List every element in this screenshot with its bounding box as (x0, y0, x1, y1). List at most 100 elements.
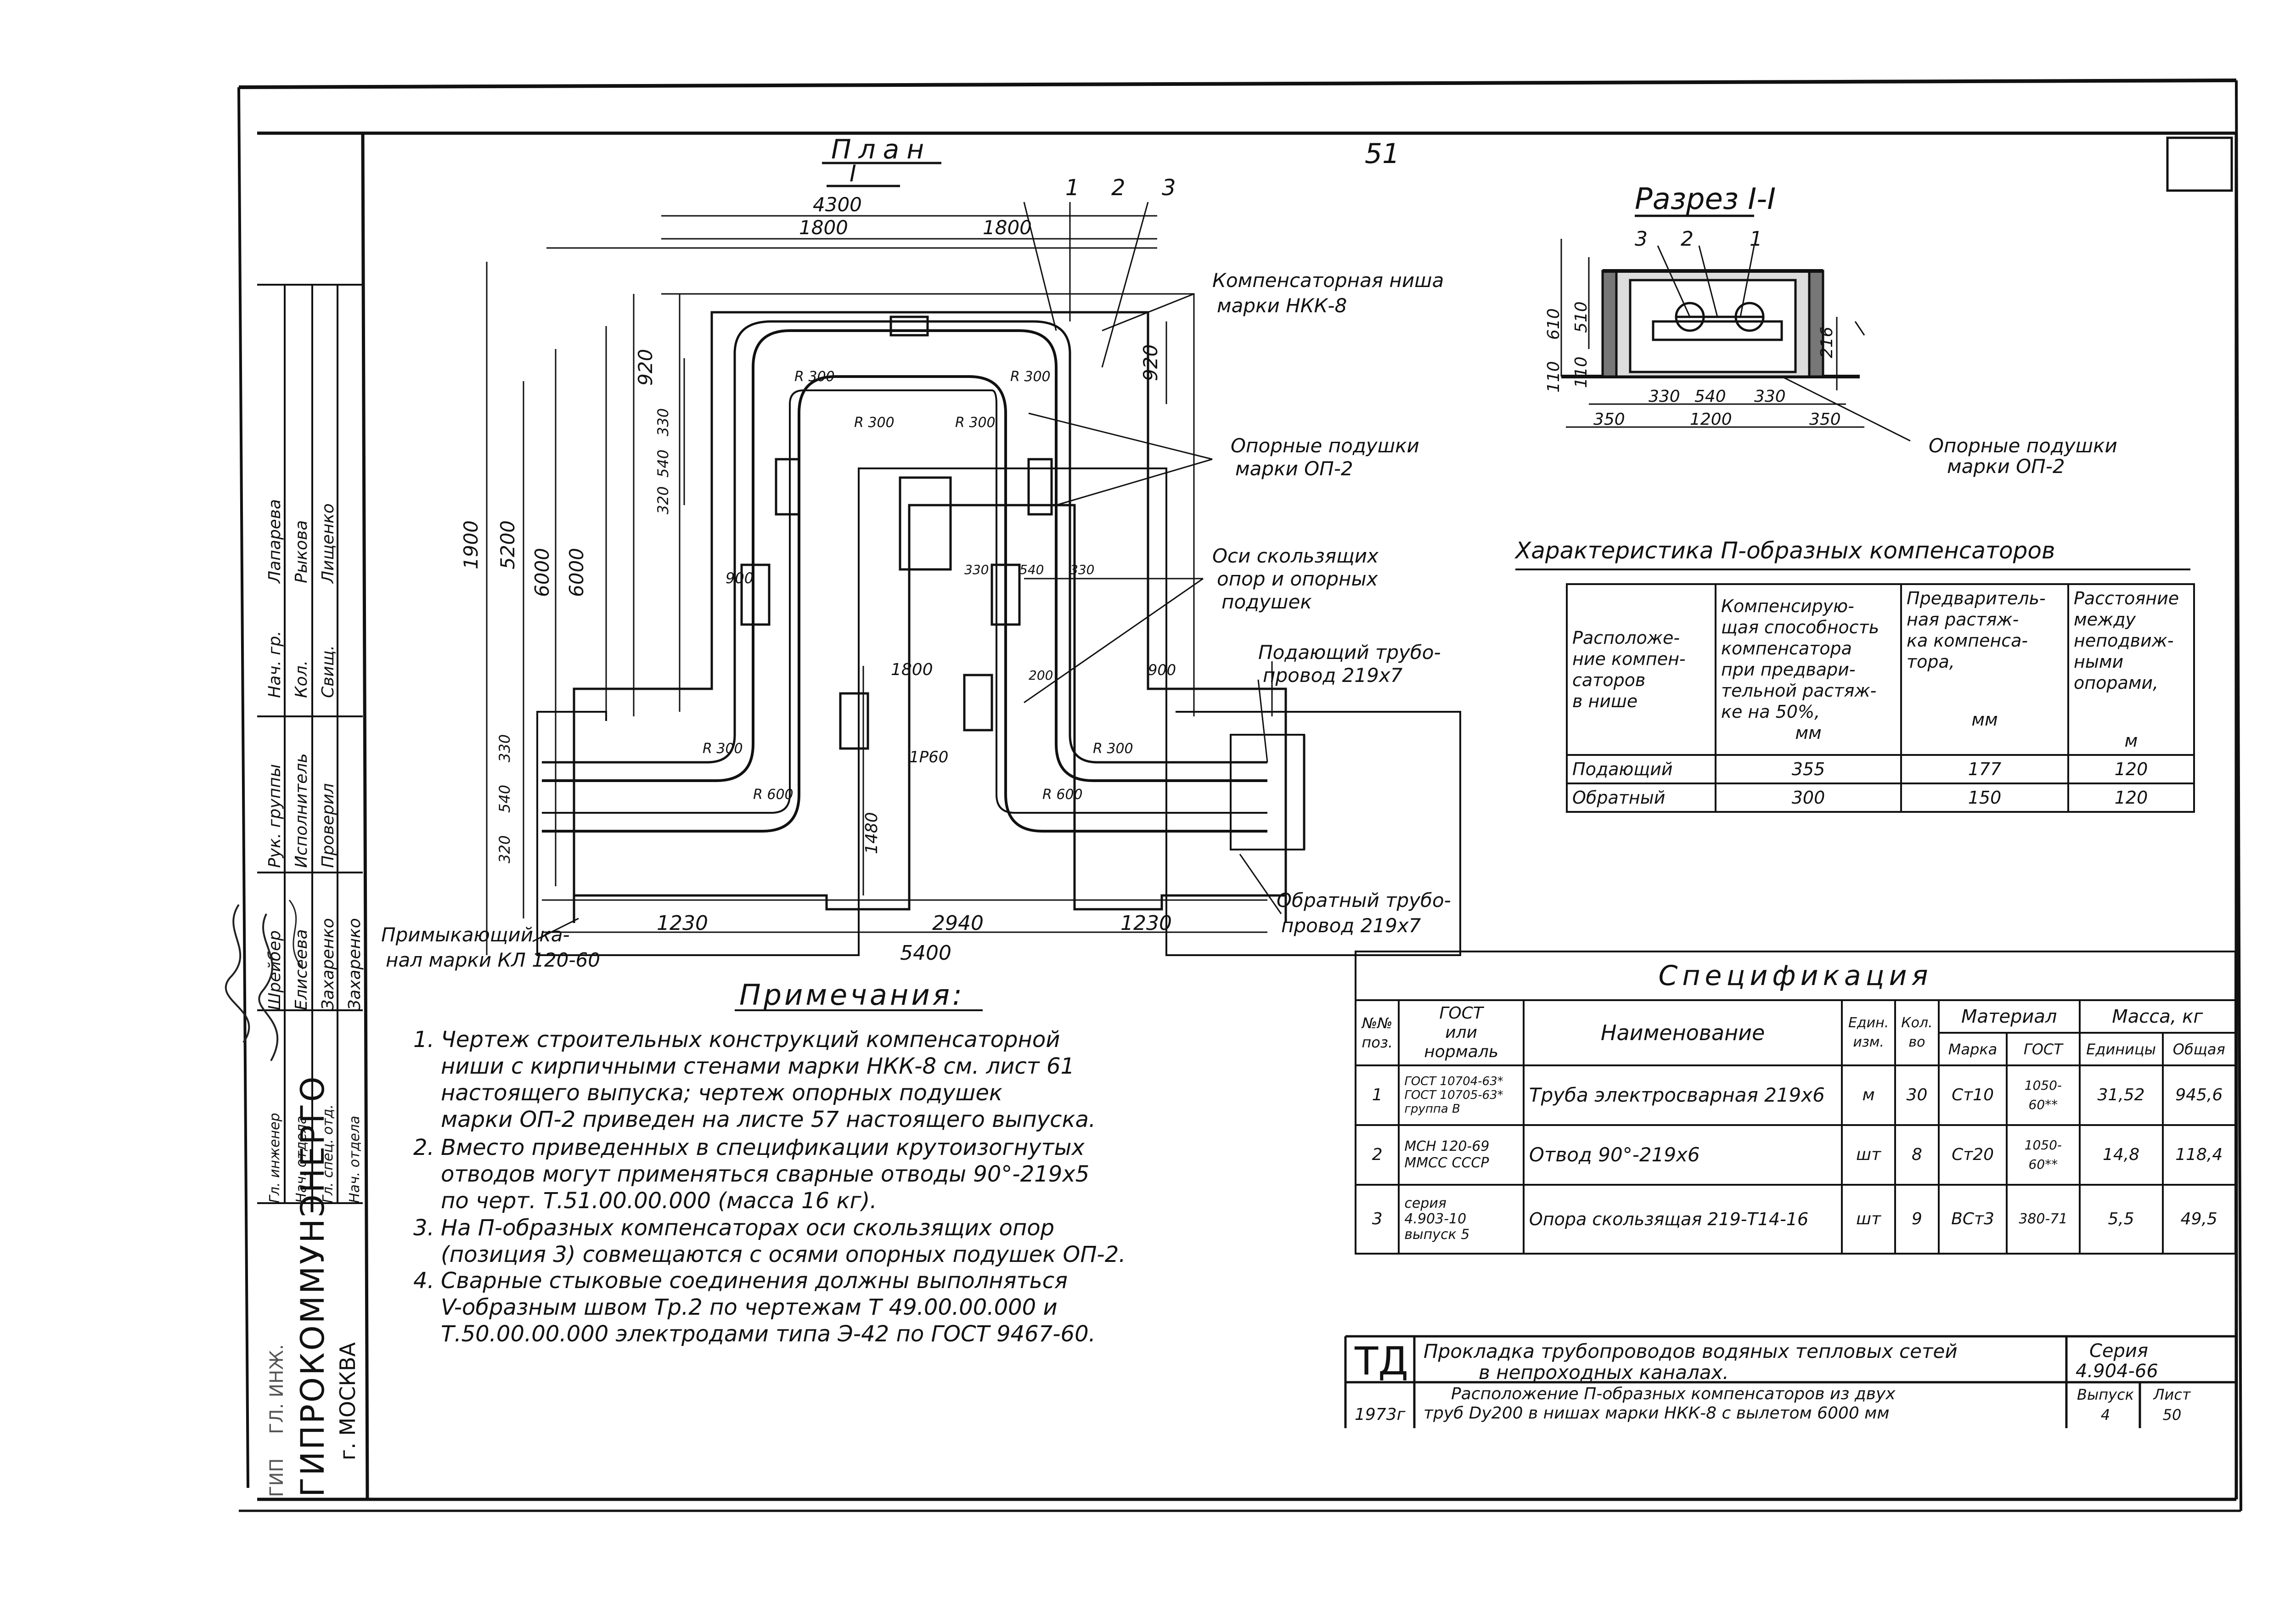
char-cell: 177 (1900, 754, 2069, 784)
notes-title: Примечания: (739, 978, 965, 1012)
callout-axes-2: опор и опорных (1217, 568, 1379, 590)
sheet-frame (237, 79, 2242, 1512)
radius-300-e: R 300 (703, 741, 743, 757)
section-dim-540: 540 (1694, 387, 1726, 406)
spec-title-row: Спецификация (1355, 951, 2236, 1001)
section-callout-2: марки ОП-2 (1947, 455, 2065, 478)
spec-row: 3 серия 4.903-10 выпуск 5 Опора скользящ… (1354, 1184, 2237, 1255)
dim-1p60: 1P60 (909, 748, 948, 766)
char-header-capacity: Компенсирую- щая способность компенсатор… (1715, 583, 1902, 756)
callout-channel-1: Примыкающий ка- (381, 923, 570, 946)
dim-5400: 5400 (900, 941, 951, 965)
title-block-sheet: Лист 50 (2153, 1386, 2191, 1424)
specification-table: Спецификация №№ поз. ГОСТ или нормаль На… (1354, 951, 2237, 1255)
section-dim-510: 510 (1572, 301, 1591, 333)
title-block-td: ТД (1355, 1339, 1408, 1384)
radius-300-c: R 300 (955, 415, 996, 431)
plan-title: План (831, 134, 931, 165)
dim-540: 540 (654, 450, 672, 478)
dim-320-b: 320 (496, 835, 513, 863)
callout-return-1: Обратный трубо- (1277, 889, 1451, 912)
spec-h-total-mass: Общая (2161, 1032, 2237, 1066)
spec-row: 2 МСН 120-69 ММСС СССР Отвод 90°-219х6 ш… (1354, 1124, 2237, 1186)
side-stamp-grid (257, 284, 363, 1204)
callout-pads-2: марки ОП-2 (1235, 457, 1353, 480)
plan-view (486, 202, 1461, 956)
callout-channel-2: нал марки КЛ 120-60 (386, 949, 600, 971)
dim-920-b: 920 (1139, 344, 1162, 381)
dim-4300: 4300 (813, 193, 862, 216)
callout-pads-1: Опорные подушки (1231, 434, 1419, 457)
char-cell: Обратный (1566, 782, 1716, 813)
sheet-number: 51 (1364, 138, 1400, 170)
radius-300-d: R 300 (854, 415, 895, 431)
dim-330-c: 330 (1070, 562, 1094, 577)
spec-h-mass: Масса, кг (2078, 999, 2237, 1034)
section-leader-3: 3 (1635, 227, 1648, 251)
section-callout-1: Опорные подушки (1929, 434, 2117, 457)
char-header-distance: Расстояние между неподвиж- ными опорами,… (2067, 583, 2195, 756)
section-dim-350-b: 350 (1809, 410, 1841, 429)
side-stamp-cols: Гл. инженер Нач. отдела Гл. спец. отд. Н… (267, 1104, 363, 1203)
spec-h-name: Наименование (1522, 999, 1843, 1066)
dim-330-b: 330 (964, 562, 989, 577)
sheet-number-box (2166, 136, 2233, 192)
dim-6000-a: 6000 (531, 548, 553, 597)
dim-1230-right: 1230 (1120, 912, 1172, 935)
section-view (1560, 239, 1911, 442)
note-2: 2. Вместо приведенных в спецификации кру… (413, 1135, 1090, 1214)
spec-header-row-2: Марка ГОСТ Единицы Общая (1356, 1032, 2237, 1066)
callout-niche-1: Компенсаторная ниша (1212, 269, 1444, 292)
char-cell: Подающий (1566, 754, 1716, 784)
char-cell: 120 (2067, 754, 2195, 784)
section-dim-350-a: 350 (1593, 410, 1625, 429)
dim-1900: 1900 (460, 520, 482, 569)
dim-1800-right: 1800 (983, 216, 1032, 239)
callout-supply-2: провод 219х7 (1263, 664, 1403, 687)
spec-h-gost: ГОСТ или нормаль (1398, 999, 1525, 1066)
callout-axes-3: подушек (1221, 591, 1312, 613)
spec-title: Спецификация (1355, 951, 2236, 1001)
section-leader-1: 1 (1750, 227, 1762, 251)
section-dim-610: 610 (1544, 308, 1563, 340)
leader-3: 3 (1162, 175, 1176, 201)
callout-return-2: провод 219х7 (1281, 914, 1421, 937)
section-leader-2: 2 (1681, 227, 1694, 251)
spec-header-row-1: №№ поз. ГОСТ или нормаль Наименование Ед… (1354, 999, 2237, 1066)
spec-h-material: Материал (1937, 999, 2081, 1034)
side-stamp-sub: ГИП ГЛ. ИНЖ. (266, 1344, 287, 1497)
signature-marks (225, 900, 304, 1061)
radius-300-f: R 300 (1093, 741, 1133, 757)
side-stamp-city: г. МОСКВА (335, 1342, 360, 1460)
title-block-series-name: Прокладка трубопроводов водяных тепловых… (1424, 1340, 1958, 1384)
char-row-supply: Подающий 355 177 120 (1566, 754, 2195, 784)
side-stamp-top-names: Лапарева Рыкова Лищенко (265, 499, 338, 583)
section-mark-label: I (850, 160, 856, 187)
note-4: 4. Сварные стыковые соединения должны вы… (413, 1268, 1096, 1347)
title-block-series: Серия 4.904-66 (2076, 1340, 2158, 1382)
section-dim-110-b: 110 (1544, 361, 1563, 393)
leader-1: 1 (1065, 175, 1080, 201)
callout-supply-1: Подающий трубо- (1258, 641, 1441, 664)
section-dim-330-a: 330 (1649, 387, 1680, 406)
char-cell: 300 (1715, 782, 1902, 813)
spec-row: 1 ГОСТ 10704-63* ГОСТ 10705-63* группа В… (1354, 1064, 2237, 1126)
spec-h-mgost: ГОСТ (2006, 1032, 2081, 1066)
section-dim-216: 216 (1818, 327, 1836, 358)
section-labels: Разрез I-I 3 2 1 610 510 110 216 110 330… (1544, 182, 2117, 478)
dim-200: 200 (1029, 668, 1053, 683)
side-stamp-roles: Рук. группы Исполнитель Проверил (265, 753, 338, 868)
section-dim-1200: 1200 (1690, 410, 1732, 429)
dim-900-b: 900 (1148, 661, 1176, 679)
note-3: 3. На П-образных компенсаторах оси сколь… (413, 1215, 1126, 1267)
char-header-location: Расположе- ние компен- саторов в нише (1566, 583, 1716, 756)
char-header-prestretch: Предваритель- ная растяж- ка компенса- т… (1900, 583, 2069, 756)
spec-h-mark: Марка (1937, 1032, 2008, 1066)
spec-h-unit: Един. изм. (1841, 999, 1896, 1066)
dim-540-c: 540 (496, 785, 513, 813)
dim-1480: 1480 (862, 812, 881, 854)
dim-320: 320 (654, 486, 672, 514)
dim-330: 330 (654, 408, 672, 436)
dim-330-d: 330 (496, 734, 513, 762)
char-cell: 150 (1900, 782, 2069, 813)
